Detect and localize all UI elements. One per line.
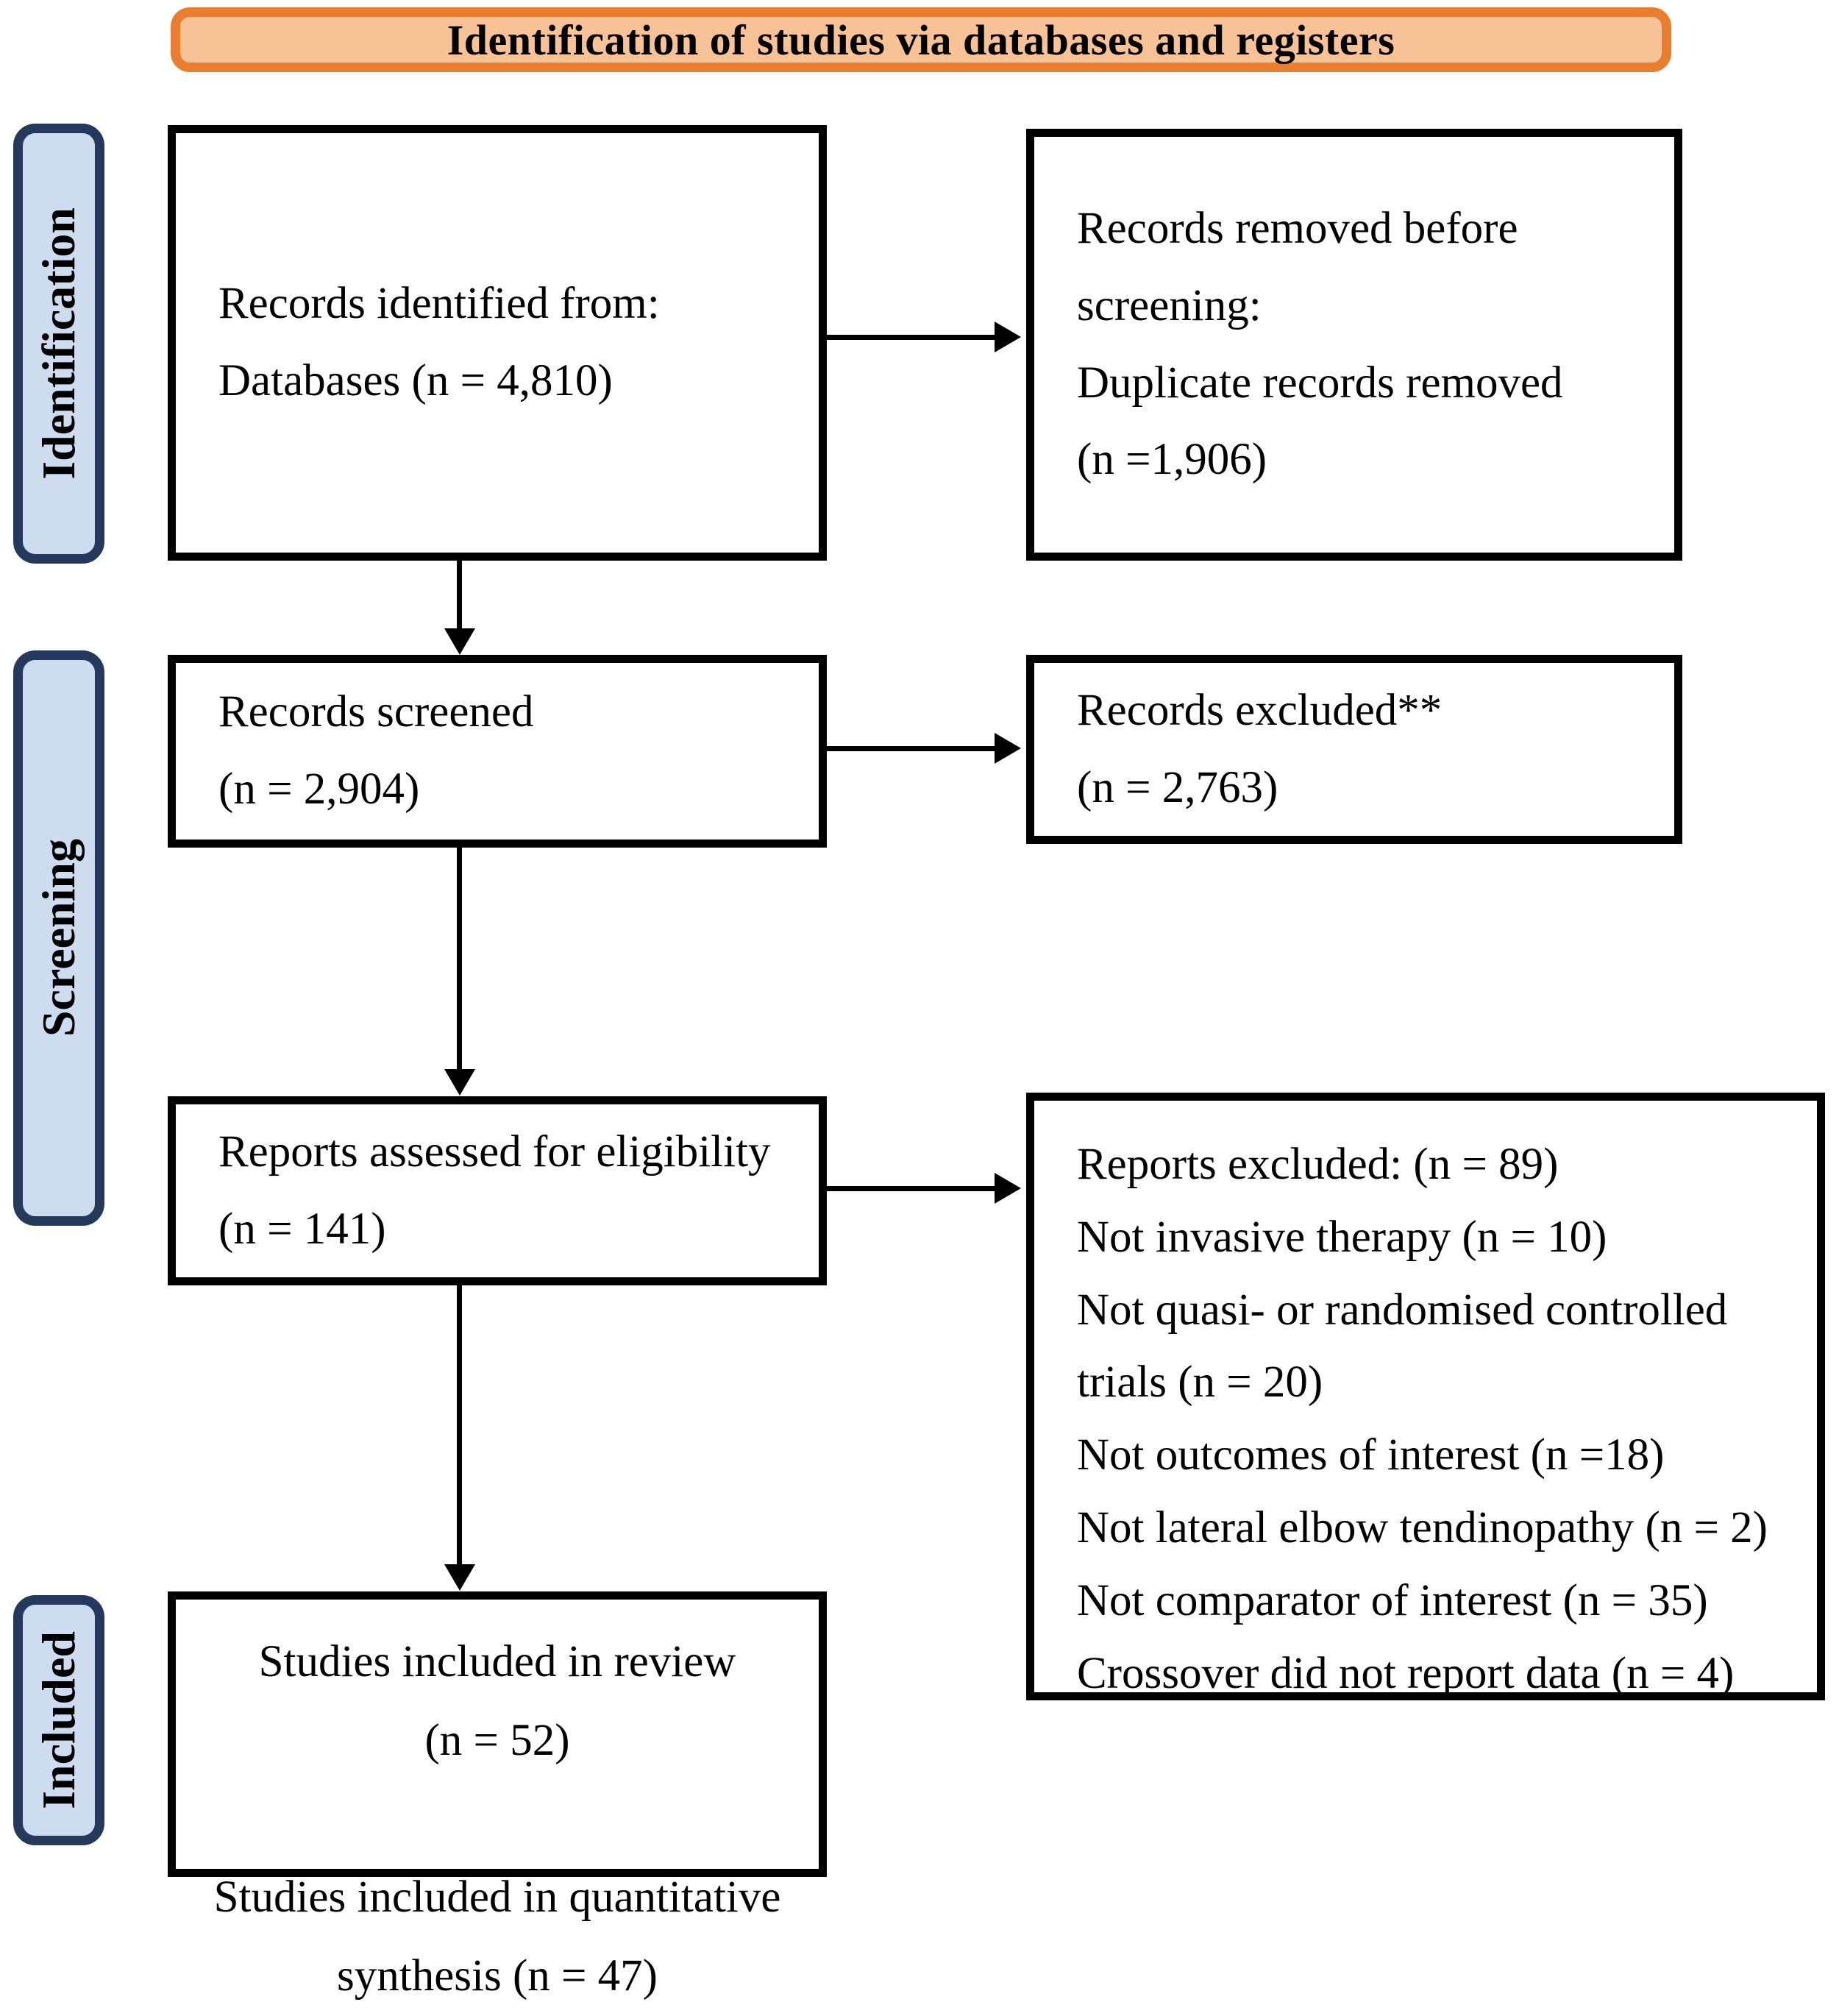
arrow-assessed-to-reports-excluded-shaft <box>825 1186 996 1191</box>
prisma-flow-diagram: Identification of studies via databases … <box>13 7 1825 2001</box>
box-reports-excluded-text: Reports excluded: (n = 89) Not invasive … <box>1077 1140 1768 1698</box>
box-reports-excluded: Reports excluded: (n = 89) Not invasive … <box>1026 1093 1825 1700</box>
box-records-excluded: Records excluded** (n = 2,763) <box>1026 655 1682 844</box>
arrow-identified-to-screened-head-icon <box>444 628 475 655</box>
box-records-identified: Records identified from: Databases (n = … <box>168 125 827 561</box>
stage-bar-identification: Identification <box>13 124 104 564</box>
box-records-removed-text: Records removed before screening: Duplic… <box>1077 203 1563 485</box>
arrow-assessed-to-included-shaft <box>457 1284 462 1566</box>
box-records-identified-text: Records identified from: Databases (n = … <box>218 279 660 405</box>
stage-label-identification: Identification <box>32 207 85 480</box>
arrow-screened-to-assessed-head-icon <box>444 1069 475 1096</box>
stage-label-included: Included <box>32 1631 85 1809</box>
box-reports-assessed: Reports assessed for eligibility (n = 14… <box>168 1096 827 1285</box>
arrow-identified-to-removed-head-icon <box>995 322 1021 352</box>
arrow-screened-to-assessed-shaft <box>457 846 462 1071</box>
title-banner-label: Identification of studies via databases … <box>447 15 1395 64</box>
stage-label-screening: Screening <box>32 839 85 1037</box>
arrow-screened-to-excluded-head-icon <box>995 733 1021 764</box>
stage-bar-included: Included <box>13 1595 104 1845</box>
arrow-assessed-to-reports-excluded-head-icon <box>995 1173 1021 1204</box>
arrow-assessed-to-included-head-icon <box>444 1564 475 1591</box>
box-records-excluded-text: Records excluded** (n = 2,763) <box>1077 685 1443 812</box>
arrow-identified-to-screened-shaft <box>457 559 462 630</box>
box-records-screened-text: Records screened (n = 2,904) <box>218 687 534 814</box>
box-studies-included-text: Studies included in review (n = 52) Stud… <box>213 1637 781 2001</box>
box-records-screened: Records screened (n = 2,904) <box>168 655 827 848</box>
box-reports-assessed-text: Reports assessed for eligibility (n = 14… <box>218 1126 771 1254</box>
arrow-identified-to-removed-shaft <box>825 335 996 340</box>
stage-bar-screening: Screening <box>13 650 104 1226</box>
title-banner: Identification of studies via databases … <box>171 7 1671 72</box>
box-studies-included: Studies included in review (n = 52) Stud… <box>168 1591 827 2001</box>
box-records-removed: Records removed before screening: Duplic… <box>1026 129 1682 561</box>
arrow-screened-to-excluded-shaft <box>825 746 996 751</box>
